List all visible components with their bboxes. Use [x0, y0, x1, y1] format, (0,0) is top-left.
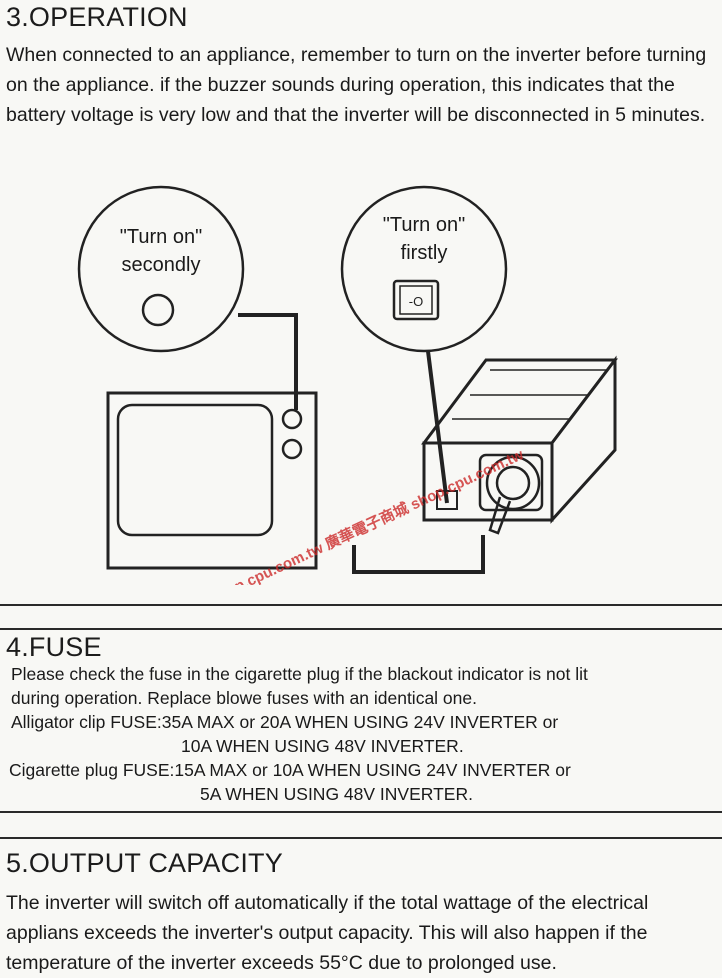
fuse-line-3: Alligator clip FUSE:35A MAX or 20A WHEN … — [11, 712, 559, 732]
inverter-connection-diagram: "Turn on" secondly "Turn on" firstly -O … — [77, 185, 619, 585]
operation-paragraph: When connected to an appliance, remember… — [6, 44, 707, 126]
divider — [0, 811, 722, 813]
pointer-line-switch — [425, 342, 449, 504]
inverter-switch-icon: -O — [392, 279, 440, 321]
right-bubble-text-2: firstly — [401, 242, 448, 264]
turn-on-firstly-bubble: "Turn on" firstly -O — [340, 185, 508, 353]
ac-plug-icon — [495, 465, 531, 501]
divider — [0, 604, 722, 606]
fuse-line-4: 10A WHEN USING 48V INVERTER. — [181, 736, 464, 756]
turn-on-secondly-bubble: "Turn on" secondly — [77, 185, 245, 353]
pointer-line-tv — [238, 313, 298, 410]
divider — [0, 837, 722, 839]
section-heading-fuse: 4.FUSE — [6, 632, 102, 662]
left-bubble-text-1: "Turn on" — [120, 226, 202, 248]
output-capacity-paragraph: The inverter will switch off automatical… — [6, 892, 649, 974]
power-cable — [352, 535, 485, 574]
ac-outlet-icon — [485, 455, 541, 511]
fuse-line-1: Please check the fuse in the cigarette p… — [11, 664, 588, 684]
tv-knob — [281, 438, 303, 460]
tv-icon — [106, 391, 318, 570]
section-heading-output-capacity: 5.OUTPUT CAPACITY — [6, 848, 283, 878]
power-button-icon — [141, 293, 175, 327]
inverter-icon — [421, 355, 619, 535]
switch-label: -O — [409, 294, 423, 309]
fuse-line-2: during operation. Replace blowe fuses wi… — [11, 688, 477, 708]
fuse-line-6: 5A WHEN USING 48V INVERTER. — [200, 784, 473, 804]
fuse-line-5: Cigarette plug FUSE:15A MAX or 10A WHEN … — [9, 760, 571, 780]
tv-power-knob — [281, 408, 303, 430]
left-bubble-text-2: secondly — [122, 254, 201, 276]
right-bubble-text-1: "Turn on" — [383, 214, 465, 236]
section-heading-operation: 3.OPERATION — [6, 2, 188, 32]
divider — [0, 628, 722, 630]
